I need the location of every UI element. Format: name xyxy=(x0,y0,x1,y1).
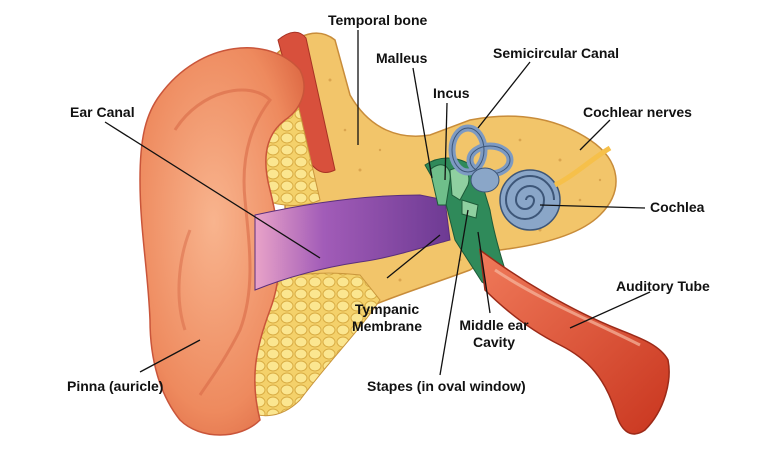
label-malleus: Malleus xyxy=(376,50,428,66)
ear-canal-shape xyxy=(254,194,451,291)
label-middle-ear-line1: Middle ear xyxy=(459,317,529,333)
label-ear-canal: Ear Canal xyxy=(70,104,135,120)
cochlea-shape xyxy=(499,169,561,231)
label-semicircular-canal: Semicircular Canal xyxy=(493,45,620,61)
pinna-shape xyxy=(139,47,305,436)
label-tympanic-line2: Membrane xyxy=(351,318,423,334)
label-cochlea: Cochlea xyxy=(650,199,705,215)
label-temporal-bone: Temporal bone xyxy=(328,12,428,28)
label-cochlear-nerves: Cochlear nerves xyxy=(583,104,692,120)
vestibule-shape xyxy=(470,167,500,193)
label-tympanic-membrane: Tympanic Membrane xyxy=(344,301,430,335)
label-auditory-tube: Auditory Tube xyxy=(616,278,710,294)
stapes-shape xyxy=(461,199,479,219)
label-pinna: Pinna (auricle) xyxy=(67,378,164,394)
cochlear-nerve-shape xyxy=(553,145,612,188)
label-incus: Incus xyxy=(433,85,470,101)
auditory-tube-shape xyxy=(479,248,670,435)
label-middle-ear-line2: Cavity xyxy=(472,334,516,350)
label-middle-ear-cavity: Middle ear Cavity xyxy=(452,317,536,351)
label-stapes: Stapes (in oval window) xyxy=(367,378,526,394)
label-tympanic-line1: Tympanic xyxy=(354,301,420,317)
